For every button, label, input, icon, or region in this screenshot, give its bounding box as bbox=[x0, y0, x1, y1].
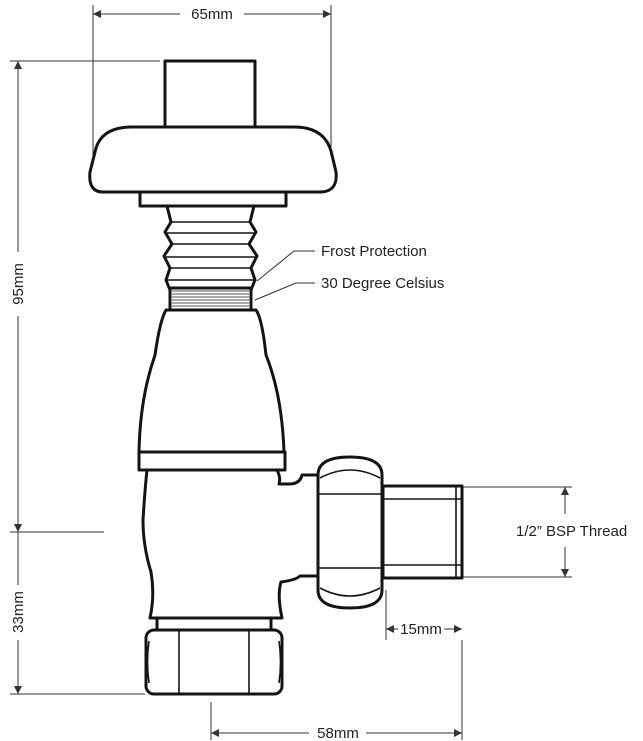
dimension-bottom-58: 58mm bbox=[210, 640, 463, 741]
valve-body bbox=[137, 308, 320, 632]
dimension-33mm-label: 33mm bbox=[10, 591, 27, 633]
callout-temperature: 30 Degree Celsius bbox=[254, 275, 444, 301]
dimension-95mm-label: 95mm bbox=[10, 263, 27, 305]
thread-hatching bbox=[172, 290, 249, 307]
temperature-label: 30 Degree Celsius bbox=[321, 275, 444, 292]
dimension-thread-15: 15mm bbox=[385, 590, 462, 640]
dimension-58mm-label: 58mm bbox=[317, 725, 359, 741]
callout-bsp-thread: 1/2” BSP Thread bbox=[516, 523, 627, 540]
dimension-65mm-label: 65mm bbox=[191, 6, 233, 23]
bottom-compression-nut bbox=[144, 628, 284, 696]
side-union-nut bbox=[316, 455, 384, 610]
dimension-left-33: 33mm bbox=[10, 532, 145, 695]
dimension-left-95: 95mm bbox=[10, 60, 160, 533]
bsp-thread-label: 1/2” BSP Thread bbox=[516, 523, 627, 540]
bsp-thread-tail bbox=[381, 484, 464, 580]
dimension-thread-height bbox=[462, 486, 572, 578]
dimension-top-65: 65mm bbox=[92, 5, 332, 170]
valve-head-stem bbox=[88, 59, 338, 312]
dimension-15mm-label: 15mm bbox=[400, 621, 442, 638]
frost-protection-label: Frost Protection bbox=[321, 243, 427, 260]
callout-frost-protection: Frost Protection bbox=[256, 243, 427, 282]
